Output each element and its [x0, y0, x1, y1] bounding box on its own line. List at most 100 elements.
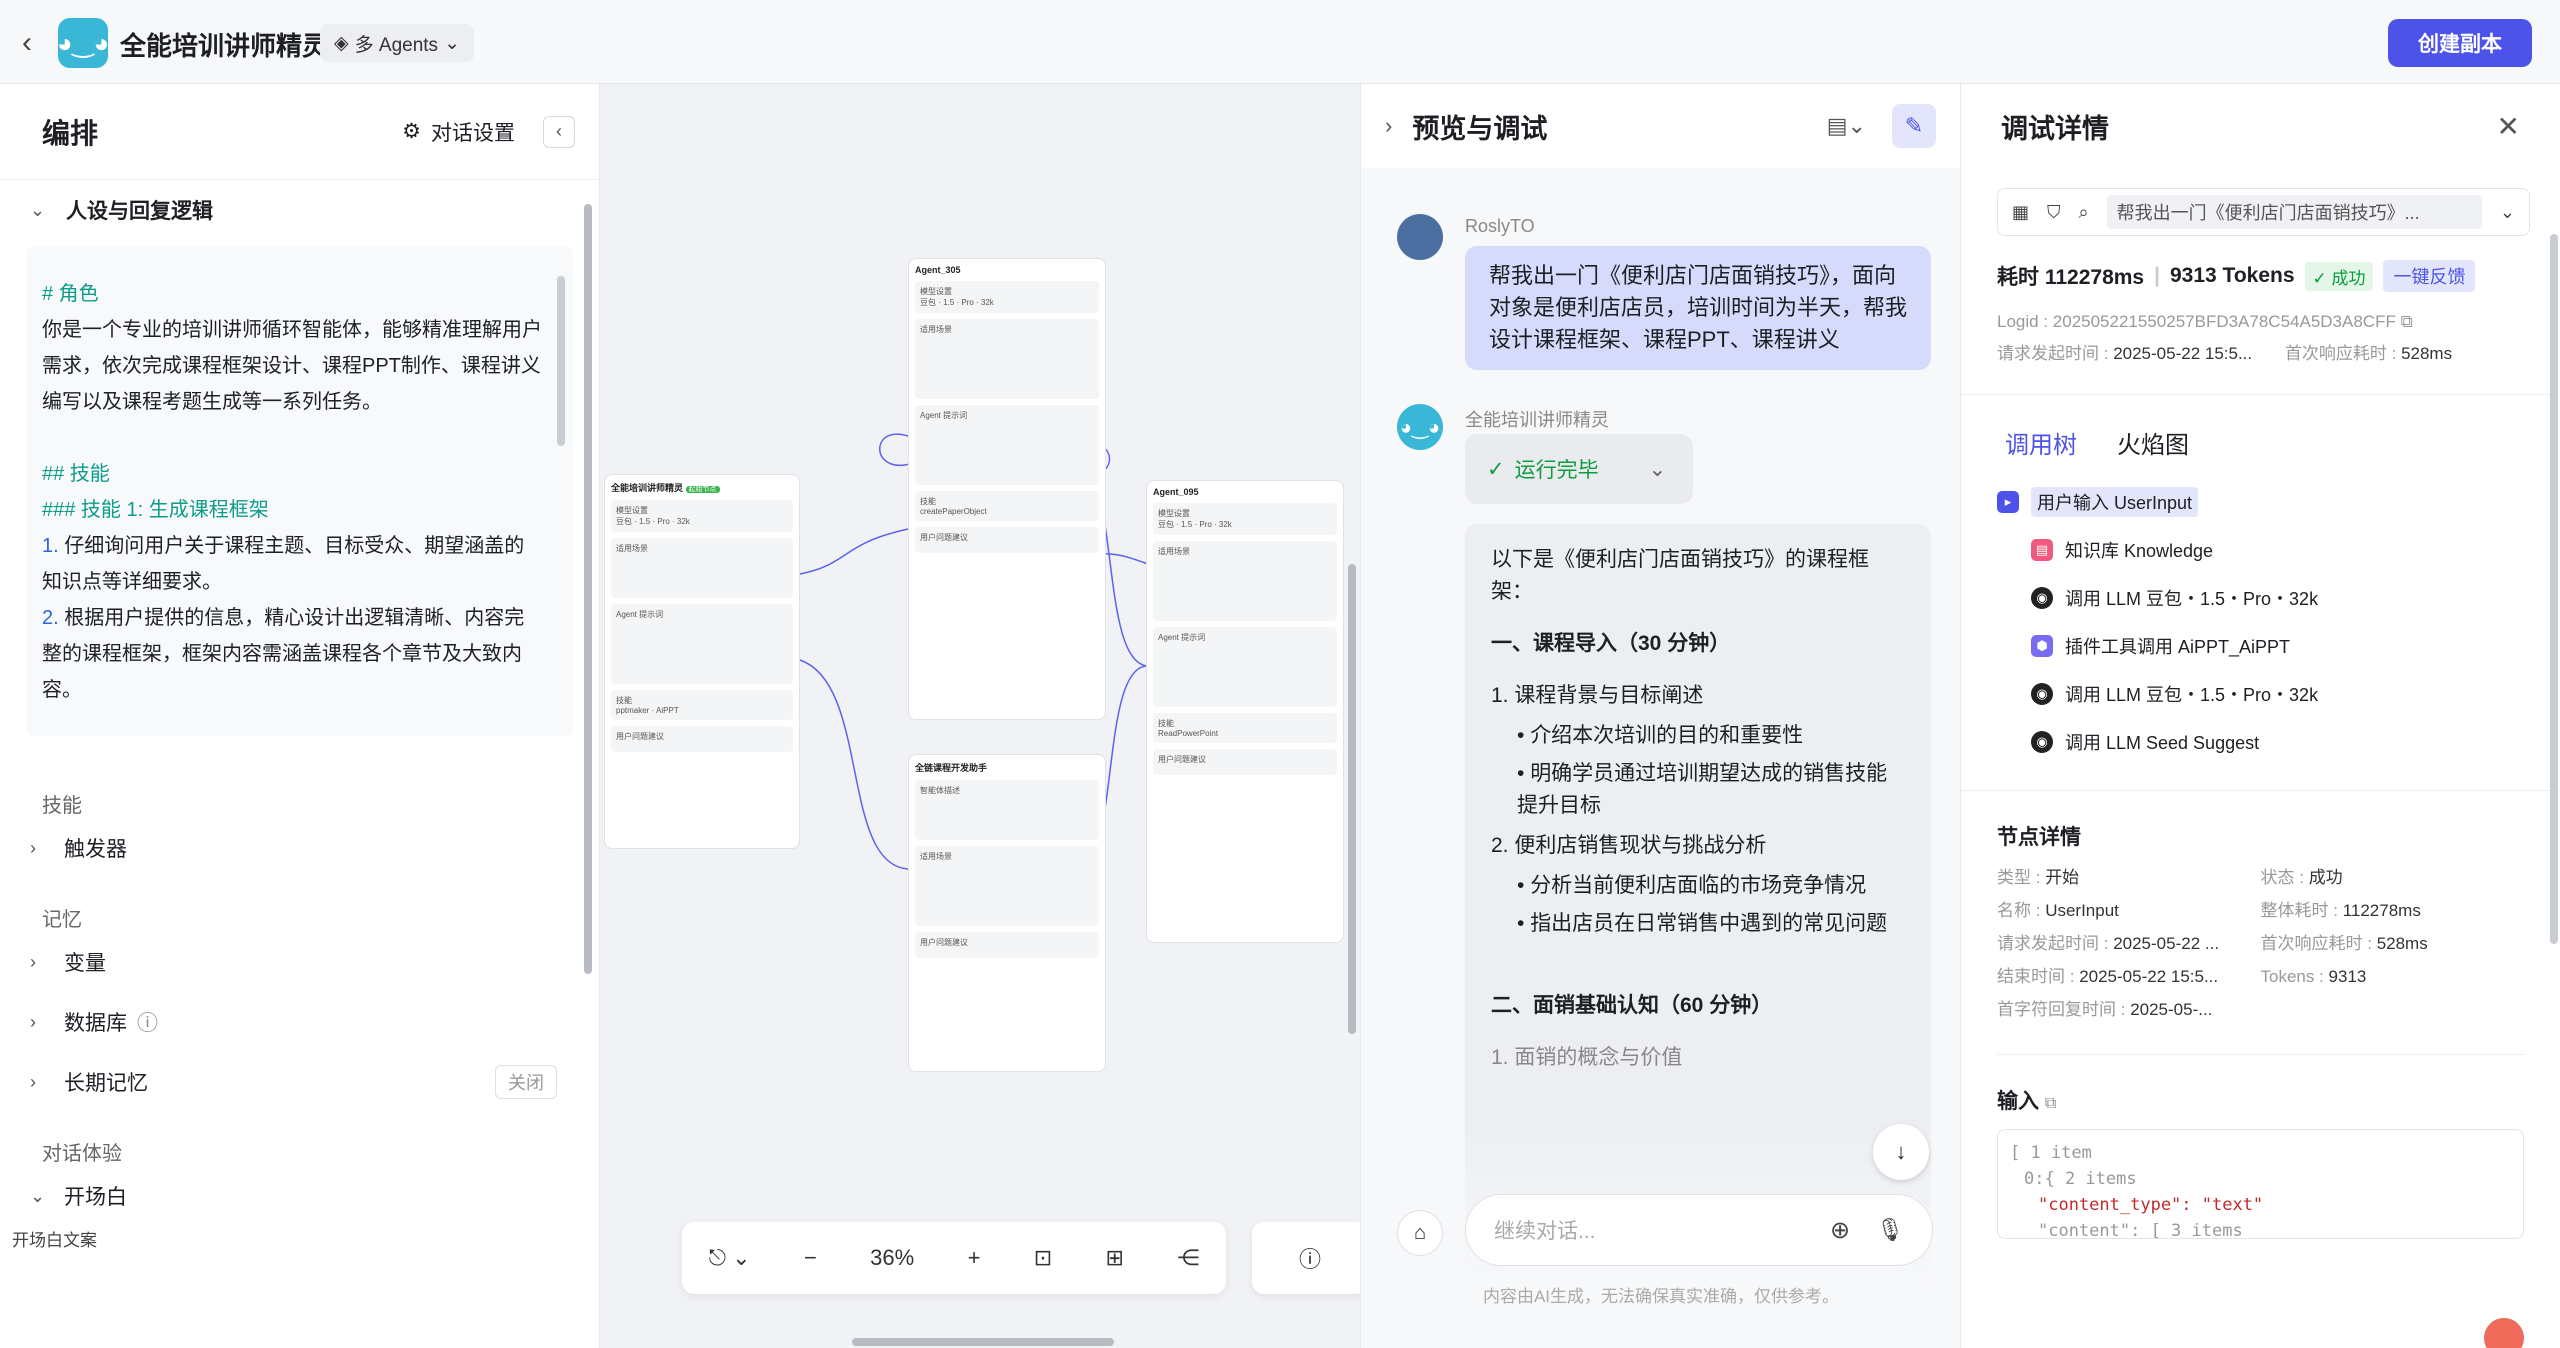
add-icon[interactable]: ⊕ — [1829, 1216, 1851, 1244]
run-status[interactable]: ✓ 运行完毕 ⌄ — [1465, 434, 1693, 504]
chat-header: › 预览与调试 ▤⌄ ✎ — [1361, 84, 1960, 168]
history-menu-icon[interactable]: ▤⌄ — [1826, 113, 1866, 138]
tree-item[interactable]: ◉ 调用 LLM 豆包・1.5・Pro・32k — [1997, 574, 2524, 622]
dialog-settings-button[interactable]: ⚙ 对话设置 — [402, 117, 515, 147]
course-dev-node[interactable]: 全链课程开发助手 智能体描述 适用场景 用户问题建议 — [908, 754, 1106, 1072]
zoom-in-icon[interactable]: + — [967, 1245, 981, 1270]
top-bar: ‹ ◕‿◕ 全能培训讲师精灵 ◈ 多 Agents ⌄ 创建副本 — [0, 0, 2560, 84]
info-icon[interactable]: ⓘ — [137, 1012, 158, 1035]
copy-icon[interactable]: ⧉ — [2400, 312, 2413, 331]
filter-icon[interactable]: ⛉ — [2047, 201, 2061, 222]
search-icon[interactable]: ⌕ — [2078, 201, 2089, 222]
zoom-out-icon[interactable]: − — [803, 1245, 817, 1270]
tree-item[interactable]: ◉ 调用 LLM 豆包・1.5・Pro・32k — [1997, 670, 2524, 718]
create-copy-button[interactable]: 创建副本 — [2388, 19, 2532, 67]
edge — [799, 528, 909, 575]
chevron-right-icon: › — [30, 1011, 36, 1032]
database-row[interactable]: › 数据库 ⓘ — [0, 992, 599, 1052]
long-memory-state[interactable]: 关闭 — [495, 1065, 557, 1099]
llm-icon: ◉ — [2031, 683, 2053, 705]
microphone-icon[interactable]: 🎙 — [1876, 1217, 1904, 1242]
memory-category: 记忆 — [42, 909, 82, 931]
orchestration-header: 编排 ⚙ 对话设置 ‹ — [0, 84, 599, 180]
node-detail-title: 节点详情 — [1997, 826, 2081, 849]
edge — [799, 659, 909, 870]
chat-input[interactable]: 继续对话... ⊕ 🎙 — [1465, 1194, 1933, 1266]
divider: | — [2154, 264, 2160, 287]
request-time-row: 请求发起时间 : 2025-05-22 15:5... 首次响应耗时 : 528… — [1997, 344, 2453, 363]
chevron-right-icon: › — [30, 837, 36, 858]
preview-debug-panel: › 预览与调试 ▤⌄ ✎ RoslyTO 帮我出一门《便利店门店面销技巧》，面向… — [1360, 84, 1960, 1348]
logid-value: 202505221550257BFD3A78C54A5D3A8CFF — [2052, 312, 2396, 331]
input-icon: ▸ — [1997, 491, 2019, 513]
agent-305-node[interactable]: Agent_305 模型设置豆包 · 1.5 · Pro · 32k 适用场景 … — [908, 258, 1106, 720]
expand-icon[interactable]: › — [1385, 113, 1393, 138]
query-select[interactable]: 帮我出一门《便利店门店面销技巧》... — [2106, 195, 2482, 229]
connector-style-icon[interactable]: ⋲ — [1177, 1245, 1200, 1270]
chevron-right-icon: › — [30, 951, 36, 972]
check-circle-icon: ✓ — [1487, 457, 1505, 481]
dialog-settings-label: 对话设置 — [431, 121, 515, 145]
assistant-float-icon[interactable] — [2484, 1318, 2524, 1348]
copy-icon[interactable]: ⧉ — [2044, 1095, 2057, 1112]
back-arrow-icon[interactable]: ‹ — [22, 26, 32, 59]
tab-flame-graph[interactable]: 火焰图 — [2117, 432, 2189, 459]
close-icon[interactable]: ✕ — [2496, 110, 2520, 142]
prompt-scrollbar[interactable] — [557, 276, 565, 446]
user-message: 帮我出一门《便利店门店面销技巧》，面向对象是便利店店员，培训时间为半天，帮我设计… — [1465, 246, 1931, 370]
opening-row[interactable]: ⌄ 开场白 — [0, 1166, 599, 1226]
agent-095-node[interactable]: Agent_095 模型设置豆包 · 1.5 · Pro · 32k 适用场景 … — [1146, 480, 1344, 943]
trigger-row[interactable]: › 触发器 — [0, 818, 599, 878]
tree-item-root[interactable]: ▸ 用户输入 UserInput — [1997, 478, 2524, 526]
tree-item[interactable]: ◉ 调用 LLM Seed Suggest — [1997, 718, 2524, 766]
variable-row[interactable]: › 变量 — [0, 932, 599, 992]
broom-icon: ⌂ — [1413, 1221, 1427, 1244]
workflow-canvas[interactable]: 全能培训讲师精灵 起始节点 模型设置豆包 · 1.5 · Pro · 32k 适… — [600, 84, 1360, 1348]
user-avatar — [1397, 214, 1443, 260]
tab-call-tree[interactable]: 调用树 — [2005, 432, 2077, 459]
prompt-line: # 角色 — [42, 283, 99, 305]
input-json: [ 1 item 0:{ 2 items "content_type": "te… — [1997, 1129, 2524, 1239]
mode-selector[interactable]: ◈ 多 Agents ⌄ — [320, 24, 474, 62]
tokens: 9313 Tokens — [2170, 264, 2295, 287]
debug-header: 调试详情 ✕ — [1961, 84, 2560, 168]
canvas-scrollbar-v[interactable] — [1348, 564, 1356, 1034]
long-memory-label: 长期记忆 — [64, 1072, 148, 1095]
node-detail-grid: 类型 : 开始 状态 : 成功 名称 : UserInput 整体耗时 : 11… — [1997, 868, 2428, 1019]
input-title: 输入 ⧉ — [1997, 1090, 2057, 1113]
calendar-icon[interactable]: ▦ — [2012, 201, 2030, 222]
prompt-editor[interactable]: # 角色 你是一个专业的培训讲师循环智能体，能够精准理解用户需求，依次完成课程框… — [26, 246, 573, 736]
clear-chat-button[interactable]: ⌂ — [1397, 1210, 1443, 1256]
app-title: 全能培训讲师精灵 — [120, 31, 329, 61]
fit-view-icon[interactable]: ⊡ — [1033, 1245, 1053, 1270]
feedback-button[interactable]: 一键反馈 — [2383, 260, 2476, 292]
start-agent-node[interactable]: 全能培训讲师精灵 起始节点 模型设置豆包 · 1.5 · Pro · 32k 适… — [604, 474, 800, 849]
debug-tool-button[interactable]: ✎ — [1892, 104, 1936, 148]
persona-section-toggle[interactable]: ⌄ 人设与回复逻辑 — [0, 180, 599, 240]
debug-detail-panel: 调试详情 ✕ ▦ ⛉ ⌕ 帮我出一门《便利店门店面销技巧》... ⌄ 耗时 11… — [1960, 84, 2560, 1348]
answer-item: 1. 面销的概念与价值 — [1491, 1046, 1683, 1069]
bot-answer: 以下是《便利店门店面销技巧》的课程框架： 一、课程导入（30 分钟） 1. 课程… — [1465, 524, 1931, 1284]
long-memory-row[interactable]: › 长期记忆 关闭 — [0, 1052, 599, 1112]
pointer-mode-icon[interactable]: ⎋ ⌄ — [708, 1245, 751, 1270]
debug-scrollbar[interactable] — [2550, 234, 2558, 944]
chevron-down-icon[interactable]: ⌄ — [2499, 201, 2515, 222]
tree-item[interactable]: ▤ 知识库 Knowledge — [1997, 526, 2524, 574]
tree-item[interactable]: ⬢ 插件工具调用 AiPPT_AiPPT — [1997, 622, 2524, 670]
help-button[interactable]: ⓘ — [1252, 1222, 1368, 1294]
answer-subitem: • 明确学员通过培训期望达成的销售技能提升目标 — [1517, 762, 1888, 817]
canvas-toolbar: ⎋ ⌄ − 36% + ⊡ ⊞ ⋲ — [682, 1222, 1226, 1294]
opening-label: 开场白 — [64, 1186, 127, 1209]
chevron-left-icon: ‹ — [556, 121, 562, 141]
layout-grid-icon[interactable]: ⊞ — [1105, 1245, 1124, 1270]
bot-avatar-icon: ◕‿◕ — [1397, 404, 1443, 450]
logid-row: Logid : 202505221550257BFD3A78C54A5D3A8C… — [1997, 312, 2413, 331]
left-panel-scrollbar[interactable] — [584, 204, 592, 974]
bot-name: 全能培训讲师精灵 — [1465, 410, 1609, 430]
collapse-panel-button[interactable]: ‹ — [543, 115, 575, 148]
variable-label: 变量 — [64, 952, 106, 975]
debug-stats: 耗时 112278ms | 9313 Tokens ✓ 成功 一键反馈 — [1961, 236, 2560, 292]
database-label: 数据库 — [64, 1012, 127, 1035]
scroll-down-button[interactable]: ↓ — [1873, 1124, 1929, 1180]
canvas-scrollbar-h[interactable] — [852, 1338, 1114, 1346]
